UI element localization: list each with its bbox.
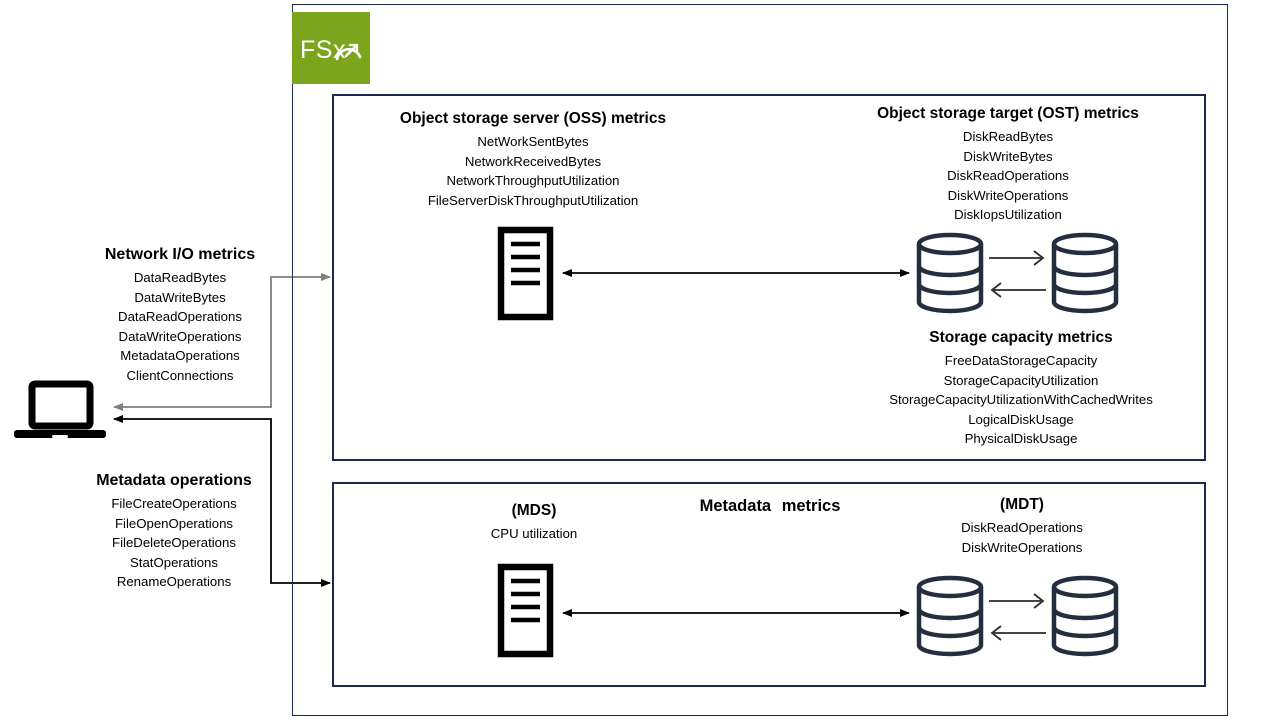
metric-item: DiskReadBytes [962, 129, 1054, 144]
database-icon [916, 575, 984, 657]
metric-item: NetworkReceivedBytes [464, 153, 602, 169]
ost-metrics-group: Object storage target (OST) metrics Disk… [818, 103, 1198, 225]
metric-item: NetWorkSentBytes [477, 134, 589, 149]
database-icon [916, 232, 984, 314]
ost-disk-pair [916, 232, 1119, 314]
disk-replication-arrows [989, 593, 1046, 641]
mdt-title: (MDT) [1000, 496, 1044, 513]
metric-item: DataReadBytes [133, 270, 227, 285]
storage-capacity-title: Storage capacity metrics [929, 329, 1113, 346]
mds-group: (MDS) CPU utilization [438, 500, 630, 544]
oss-server-icon [497, 226, 554, 321]
fsx-logo: FSx [300, 36, 362, 64]
metric-item: RenameOperations [116, 574, 232, 589]
laptop-icon [14, 380, 106, 438]
metric-item: DiskWriteOperations [947, 187, 1069, 203]
metric-item: ClientConnections [126, 367, 234, 383]
metric-item: CPU utilization [490, 526, 578, 541]
metric-item: DataWriteBytes [134, 289, 226, 305]
oss-metrics-group: Object storage server (OSS) metrics NetW… [340, 108, 726, 210]
ost-metrics-title: Object storage target (OST) metrics [877, 105, 1139, 122]
mdt-disk-pair [916, 575, 1119, 657]
metric-item: DiskWriteOperations [961, 539, 1083, 555]
metric-item: PhysicalDiskUsage [964, 431, 1078, 446]
database-icon [1051, 232, 1119, 314]
metadata-metrics-title: Metadata metrics [699, 497, 841, 515]
network-io-title: Network I/O metrics [104, 246, 256, 263]
mds-server-icon [497, 563, 554, 658]
database-icon [1051, 575, 1119, 657]
metric-item: FileServerDiskThroughputUtilization [427, 192, 639, 208]
metadata-operations-group: Metadata operations FileCreateOperations… [58, 470, 290, 592]
metric-item: DiskWriteBytes [963, 148, 1053, 164]
mds-list: CPU utilization [438, 524, 630, 544]
metric-item: DataReadOperations [118, 309, 242, 324]
metric-item: NetworkThroughputUtilization [446, 173, 620, 188]
metric-item: FileCreateOperations [111, 496, 237, 511]
metric-item: StorageCapacityUtilization [943, 372, 1099, 388]
metric-item: MetadataOperations [120, 348, 240, 363]
gauge-icon [335, 43, 362, 61]
oss-metrics-title: Object storage server (OSS) metrics [399, 110, 667, 127]
metric-item: DataWriteOperations [118, 328, 242, 344]
metric-item: FreeDataStorageCapacity [944, 353, 1098, 368]
metadata-metrics-title-block: Metadata metrics [655, 496, 885, 520]
metric-item: StorageCapacityUtilizationWithCachedWrit… [889, 392, 1153, 407]
metric-item: DiskReadOperations [947, 168, 1069, 183]
metric-item: StatOperations [130, 554, 218, 570]
storage-capacity-group: Storage capacity metrics FreeDataStorage… [828, 327, 1214, 449]
disk-replication-arrows [989, 250, 1046, 298]
metric-item: DiskIopsUtilization [954, 207, 1062, 222]
oss-box [332, 94, 1206, 461]
fsx-logo-tile: FSx [292, 12, 370, 84]
metadata-box [332, 482, 1206, 687]
metadata-operations-title: Metadata operations [96, 472, 252, 489]
metric-item: FileOpenOperations [114, 515, 234, 531]
mds-title: (MDS) [511, 502, 557, 519]
metric-item: FileDeleteOperations [112, 535, 236, 550]
metric-item: DiskReadOperations [961, 520, 1083, 535]
fsx-filesystem-boundary [292, 4, 1228, 716]
metric-item: LogicalDiskUsage [968, 411, 1074, 427]
fsx-logo-label: FSx [300, 36, 346, 64]
